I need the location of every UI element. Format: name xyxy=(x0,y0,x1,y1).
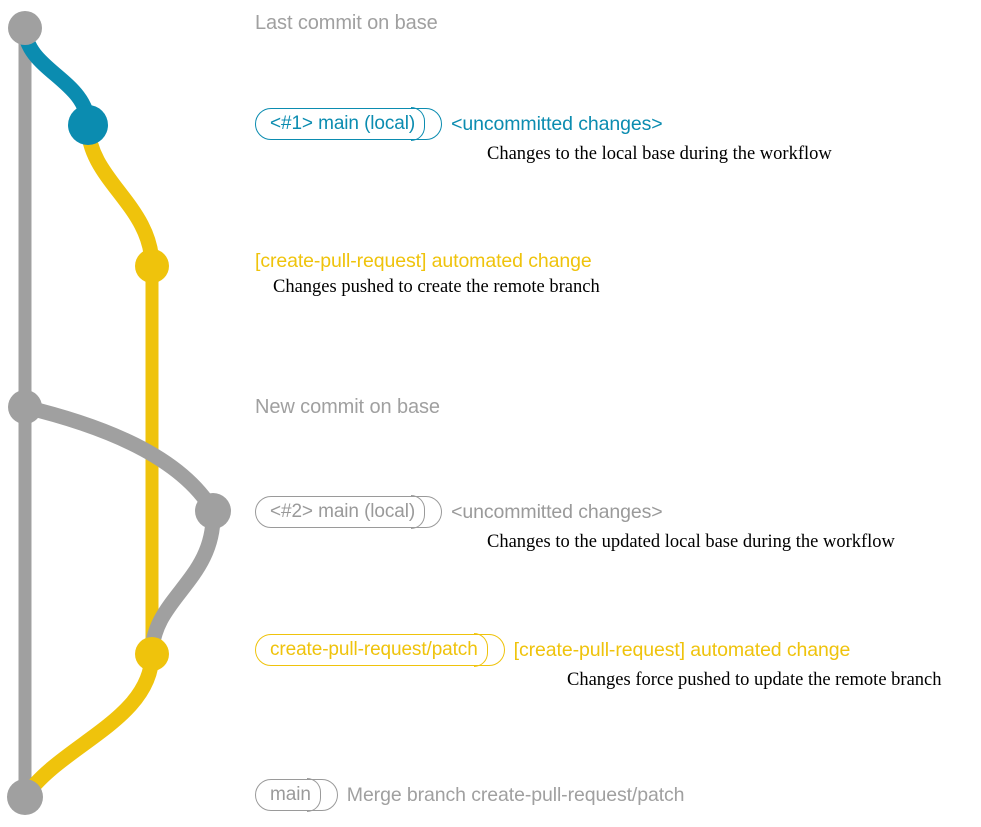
edge-patch-2-to-merge xyxy=(17,646,160,805)
branch-badge-main[interactable]: main xyxy=(255,778,338,812)
label-last-commit-on-base: Last commit on base xyxy=(255,12,438,34)
commit-message-patch-2: [create-pull-request] automated change xyxy=(513,638,851,661)
label-new-commit-on-base: New commit on base xyxy=(255,396,440,418)
commit-node-base-2 xyxy=(8,390,42,424)
commit-node-patch-2 xyxy=(135,637,169,671)
row-new-commit-on-base: New commit on base xyxy=(0,396,981,419)
commit-description-local-1: Changes to the local base during the wor… xyxy=(487,144,832,164)
branch-badge-main-local-2[interactable]: <#2> main (local) xyxy=(255,495,443,529)
commit-description-patch-1: Changes pushed to create the remote bran… xyxy=(273,277,600,297)
commit-message-local-1: <uncommitted changes> xyxy=(451,112,663,135)
commit-description-patch-2: Changes force pushed to update the remot… xyxy=(567,670,942,690)
branch-badge-main-local-1[interactable]: <#1> main (local) xyxy=(255,107,443,141)
edge-local-2-to-patch-2 xyxy=(144,503,221,662)
commit-node-patch-1 xyxy=(135,249,169,283)
commit-node-local-2 xyxy=(195,493,231,529)
row-automated-change-2: create-pull-request/patch [create-pull-r… xyxy=(0,633,981,691)
edge-base-2-to-local-2 xyxy=(17,399,221,519)
commit-node-merge xyxy=(7,779,43,815)
row-local-commit-2: <#2> main (local) <uncommitted changes> … xyxy=(0,495,981,553)
row-merge-commit: main Merge branch create-pull-request/pa… xyxy=(0,778,981,812)
commit-message-merge: Merge branch create-pull-request/patch xyxy=(346,783,685,806)
row-last-commit-on-base: Last commit on base xyxy=(0,12,981,35)
row-automated-change-1: [create-pull-request] automated change C… xyxy=(0,250,981,298)
commit-message-patch-1: [create-pull-request] automated change xyxy=(255,250,592,272)
commit-message-local-2: <uncommitted changes> xyxy=(451,500,663,523)
commit-description-local-2: Changes to the updated local base during… xyxy=(487,532,895,552)
row-local-commit-1: <#1> main (local) <uncommitted changes> … xyxy=(0,107,981,165)
commit-node-base-1 xyxy=(8,11,42,45)
commit-node-local-1 xyxy=(68,105,108,145)
branch-badge-create-pull-request-patch[interactable]: create-pull-request/patch xyxy=(255,633,505,667)
